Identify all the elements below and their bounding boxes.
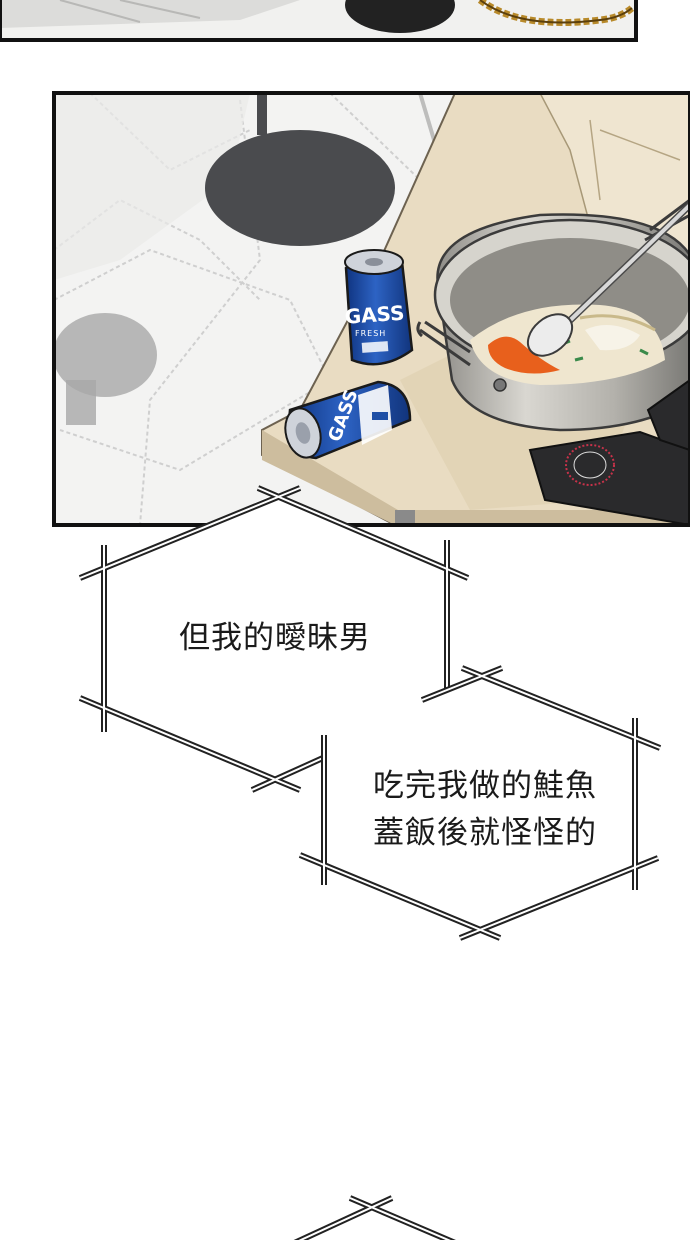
speech-bubble-1-text: 但我的曖昧男 (179, 620, 371, 656)
shadow-shape (54, 313, 157, 397)
can-brand-label: GASS (344, 301, 405, 329)
egg-yolk (488, 336, 560, 374)
can-sub-label: FRESH (355, 329, 386, 338)
spoon (526, 201, 690, 357)
dark-shape (345, 0, 455, 33)
beer-can-fallen: GASS (284, 380, 412, 460)
trivet (528, 378, 690, 525)
shadow-shape (205, 130, 395, 246)
top-panel (0, 0, 638, 42)
speech-bubble-2-text-line-1: 吃完我做的鮭魚 (373, 768, 597, 804)
speech-bubble-2 (298, 665, 662, 941)
speech-bubble-2-text-line-2: 蓋飯後就怪怪的 (373, 815, 597, 851)
pot-handle (419, 320, 471, 367)
speech-bubble-3-partial (293, 1195, 456, 1240)
beer-can-standing: GASS FRESH (344, 249, 414, 366)
main-panel: GASS FRESH GASS (52, 91, 690, 527)
